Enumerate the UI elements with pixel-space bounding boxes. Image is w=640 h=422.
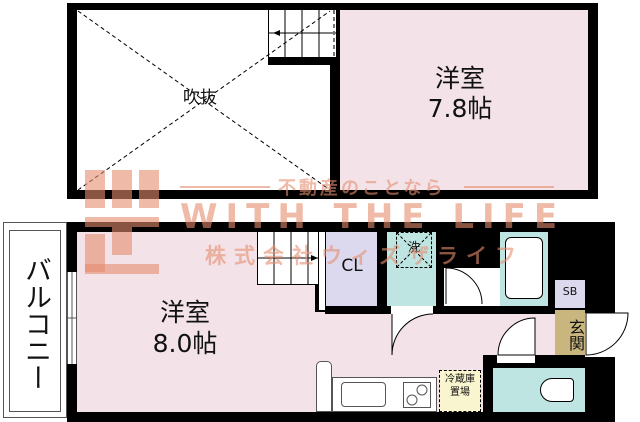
balcony [3,222,67,418]
washroom-wall [436,232,444,312]
stair-side-panel [318,232,325,310]
logo-bar-left [85,234,105,272]
watermark-tagline: 不動産のことなら [278,178,446,199]
entrance-label: 玄関 [566,319,585,351]
logo-bar-bottom [85,264,159,274]
washroom [387,232,437,308]
stove [403,382,431,408]
upper-western-room [340,10,588,190]
logo-bar-2 [112,170,132,208]
shoe-box [555,280,585,308]
stair-wall [268,57,340,65]
toilet-wall [483,355,493,422]
logo-bar-1 [85,170,105,208]
watermark-rule-left [180,186,270,188]
bathroom-side-wall [548,232,558,312]
logo-bar-top [85,217,159,227]
washer-label: 洗 [407,240,420,254]
fridge-space [439,370,481,412]
logo-bar-3 [139,170,159,208]
bathtub [505,237,543,299]
void-divider-wall [330,57,340,190]
lower-room-size: 8.0帖 [152,329,218,358]
washroom-door-opening [391,306,433,314]
kitchen-sink [341,382,386,407]
upper-room-size: 7.8帖 [427,94,493,123]
void-label: 吹抜 [183,88,217,108]
fridge-label-2: 置場 [450,387,470,398]
washer-space [396,232,432,268]
closet-wall [377,232,387,312]
toilet-bowl [540,378,574,402]
watermark-rule-right [464,186,554,188]
entrance [555,310,585,358]
logo-bar-mid [112,227,132,255]
shoe-box-label: SB [562,285,578,298]
balcony-label: バルコニー [20,256,51,391]
watermark-company: 株式会社ウィズザライフ [205,244,524,268]
fridge-label-1: 冷蔵庫 [445,374,475,385]
wet-area-wall [325,306,558,314]
toilet-door-opening [497,355,535,363]
kitchen-side-panel [316,361,332,412]
bath-door-area [444,268,500,308]
watermark-brand: WITH THE LIFE [180,197,566,237]
closet [325,232,377,308]
lower-room-name: 洋室 [159,298,210,327]
balcony-inner [9,230,61,412]
closet-label: CL [341,256,363,276]
upper-room-name: 洋室 [434,64,485,93]
